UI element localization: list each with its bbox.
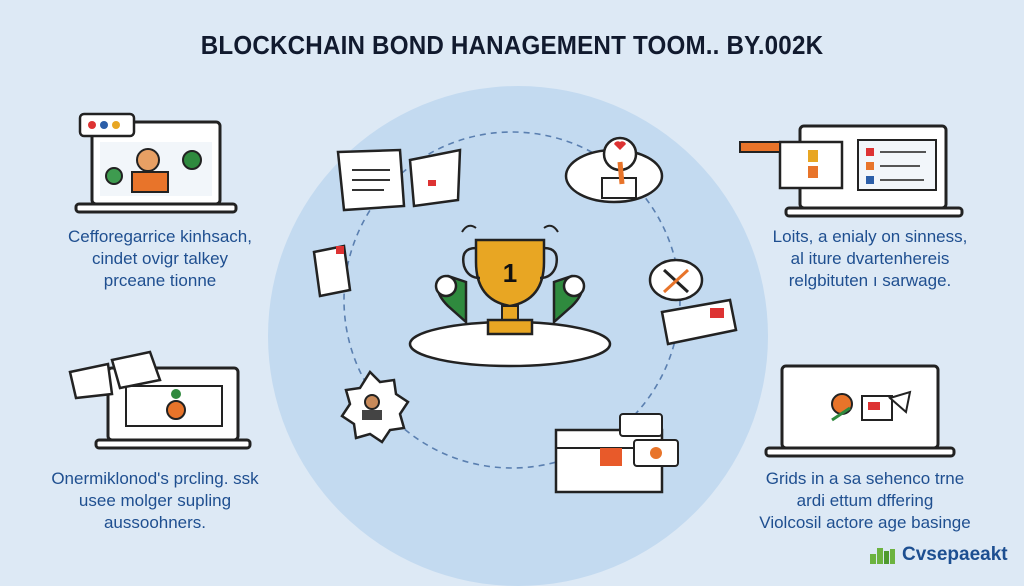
trophy-number: 1 — [503, 258, 517, 288]
caption-top-left: Cefforegarrice kinhsach, cindet ovigr ta… — [30, 226, 290, 292]
caption-line: cindet ovigr talkey — [91, 249, 229, 268]
dashboard-card-icon — [554, 413, 679, 494]
caption-line: usee molger supling — [78, 491, 232, 510]
caption-line: al iture dvartenhereis — [790, 249, 950, 268]
caption-line: Loits, a enialy on sinness, — [772, 227, 968, 246]
caption-bottom-right: Grids in a sa sehenco trne ardi ettum df… — [720, 468, 1010, 534]
laptop-bottom-left-icon — [68, 350, 252, 450]
caption-line: Onermiklonod's prcling. ssk — [51, 469, 259, 488]
logo-text: Cvsepaeakt — [902, 544, 1008, 565]
caption-line: Cefforegarrice kinhsach, — [68, 227, 252, 246]
caption-line: prceane tionne — [103, 271, 217, 290]
caption-line: ardi ettum dffering — [796, 491, 934, 510]
bar-chart-logo-icon — [870, 548, 895, 564]
laptop-top-right-icon — [739, 124, 964, 218]
caption-line: Violcosil actore age basinge — [759, 513, 971, 532]
caption-line: relgbituten ı sarwage. — [788, 271, 952, 290]
cloud-mail-icon — [564, 136, 664, 204]
profile-badge-icon — [340, 370, 410, 444]
document-icon — [336, 148, 462, 212]
caption-line: aussoohners. — [103, 513, 207, 532]
page-title: BLOCKCHAIN BOND HANAGEMENT TOOM.. BY.002… — [200, 30, 824, 60]
caption-line: Grids in a sa sehenco trne — [765, 469, 965, 488]
caption-bottom-left: Onermiklonod's prcling. ssk usee molger … — [20, 468, 290, 534]
tools-icon — [648, 258, 738, 346]
caption-top-right: Loits, a enialy on sinness, al iture dva… — [740, 226, 1000, 292]
laptop-bottom-right-icon — [764, 364, 956, 458]
receipt-icon — [312, 244, 352, 298]
trophy-icon: 1 — [408, 224, 612, 368]
brand-logo: Cvsepaeakt — [870, 544, 1008, 566]
laptop-top-left-icon — [74, 112, 238, 214]
